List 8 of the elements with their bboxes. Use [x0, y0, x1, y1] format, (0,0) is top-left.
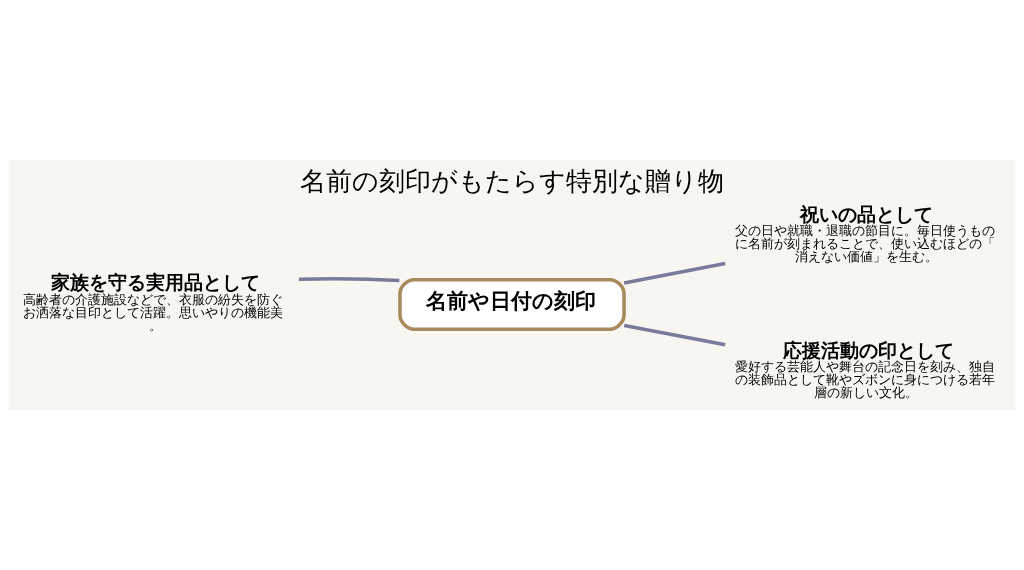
node-box: 名前や日付の刻印 [398, 277, 626, 331]
node-text: 応援活動の印として 愛好する芸能人や舞台の記念日を刻み、独自の装飾品として靴やズボンに身につける若年層の新しい文化。 [734, 338, 995, 400]
node-text: 祝いの品として 父の日や就職・退職の節目に。毎日使うものに名前が刻まれることで、使い込むほどの「消えない価値」を生む。 [734, 203, 995, 265]
connector [298, 277, 400, 283]
connector [623, 323, 726, 347]
connector [623, 261, 726, 285]
diagram-title: 名前の刻印がもたらす特別な贈り物 [300, 166, 724, 197]
node-text: 家族を守る実用品として 高齢者の介護施設などで、衣服の紛失を防ぐお洒落な目印として活躍。思いやりの機能美。 [22, 271, 283, 333]
